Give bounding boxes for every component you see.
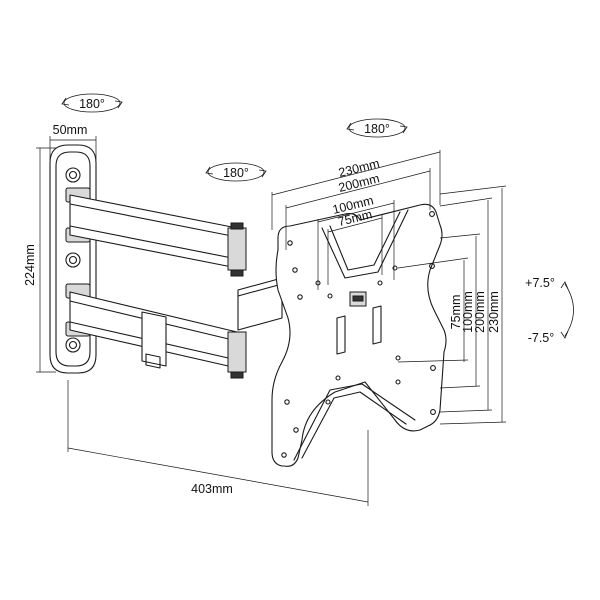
- vesa-plate: [271, 203, 447, 467]
- wall-height-label: 224mm: [23, 244, 37, 286]
- rotation-label-arm: 180°: [223, 166, 249, 180]
- vesa-v-75-label: 75mm: [449, 295, 463, 330]
- vesa-v-100-label: 100mm: [461, 291, 475, 333]
- wall-plate: [49, 144, 97, 374]
- rotation-label-wall: 180°: [79, 97, 105, 111]
- arm-connector: [237, 277, 283, 331]
- rotation-symbol-wall: [61, 93, 123, 113]
- tilt-up-label: +7.5°: [525, 276, 555, 290]
- vesa-v-230-label: 230mm: [487, 291, 501, 333]
- tilt-down-label: -7.5°: [528, 331, 555, 345]
- rotation-symbol-arm: [205, 162, 267, 182]
- rotation-label-plate: 180°: [364, 122, 390, 136]
- extension-label: 403mm: [191, 482, 233, 496]
- vesa-v-200-label: 200mm: [473, 291, 487, 333]
- rotation-symbol-plate: [346, 118, 408, 138]
- dimension-lines: [36, 136, 507, 506]
- lower-arm: [69, 291, 247, 379]
- upper-arm: [69, 194, 247, 277]
- tilt-arc: [560, 281, 574, 339]
- wall-width-label: 50mm: [53, 123, 88, 137]
